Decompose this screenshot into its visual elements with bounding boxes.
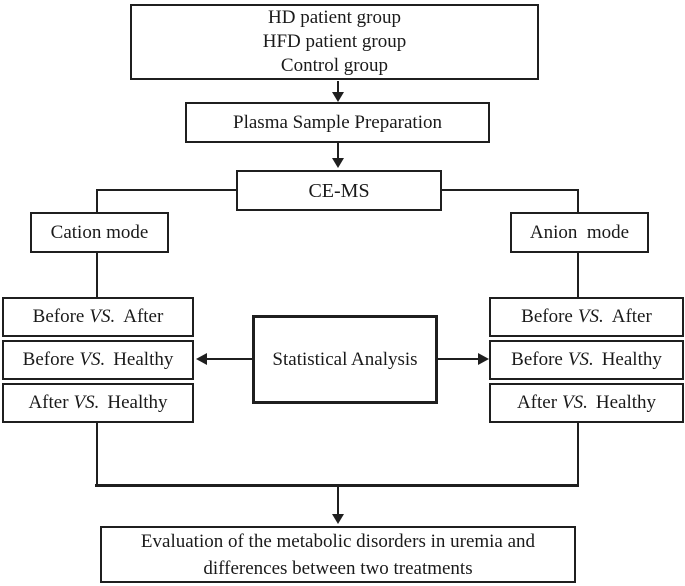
connector-stat-left xyxy=(207,358,252,360)
connector-leftstack-down xyxy=(96,423,98,486)
connector-anion-to-stack xyxy=(577,253,579,298)
evaluation-line-2: differences between two treatments xyxy=(203,557,473,579)
plasma-sample-preparation-box: Plasma Sample Preparation xyxy=(185,102,490,143)
arrow-down-icon xyxy=(332,158,344,168)
connector-cems-left xyxy=(96,189,236,191)
arrow-right-icon xyxy=(478,353,489,365)
patient-groups-box: HD patient group HFD patient group Contr… xyxy=(130,4,539,80)
comparison-left: Before xyxy=(32,306,85,327)
cation-mode-box: Cation mode xyxy=(30,212,169,253)
comparison-vs: VS. xyxy=(73,392,100,413)
connector-stat-right xyxy=(438,358,478,360)
comparison-right: Healthy xyxy=(107,392,168,413)
comparison-right: After xyxy=(123,306,164,327)
evaluation-box: Evaluation of the metabolic disorders in… xyxy=(100,526,576,583)
cems-box: CE-MS xyxy=(236,170,442,211)
comparison-left: Before xyxy=(521,306,573,327)
comparison-vs: VS. xyxy=(567,349,594,370)
connector-bottom-horizontal xyxy=(95,484,579,487)
comparison-vs: VS. xyxy=(79,349,106,370)
connector-to-anion xyxy=(577,189,579,213)
comparison-left: Before xyxy=(511,349,563,370)
comparison-right: After xyxy=(611,306,652,327)
connector-to-evaluation xyxy=(337,487,339,515)
comparison-right: Healthy xyxy=(601,349,662,370)
connector-to-cation xyxy=(96,189,98,213)
comparison-left: After xyxy=(28,392,69,413)
cation-mode-label: Cation mode xyxy=(50,221,149,243)
comparison-vs: VS. xyxy=(577,306,604,327)
arrow-down-icon xyxy=(332,514,344,524)
comparison-left: Before xyxy=(22,349,75,370)
plasma-box-label: Plasma Sample Preparation xyxy=(233,111,442,133)
comparison-vs: VS. xyxy=(562,392,588,413)
statistical-analysis-label: Statistical Analysis xyxy=(272,348,418,370)
statistical-analysis-box: Statistical Analysis xyxy=(252,315,438,404)
comparison-left: After xyxy=(516,392,558,413)
connector-cems-right xyxy=(441,189,579,191)
arrow-left-icon xyxy=(196,353,207,365)
cems-box-label: CE-MS xyxy=(308,179,370,202)
patient-groups-line-1: HD patient group xyxy=(268,7,401,28)
connector-top-to-plasma xyxy=(337,81,339,94)
connector-cation-to-stack xyxy=(96,253,98,298)
evaluation-line-1: Evaluation of the metabolic disorders in… xyxy=(140,530,536,552)
anion-mode-label: Anion mode xyxy=(529,221,630,243)
comparison-vs: VS. xyxy=(89,306,116,327)
connector-plasma-to-cems xyxy=(337,143,339,160)
anion-mode-box: Anion mode xyxy=(510,212,649,253)
connector-rightstack-down xyxy=(577,423,579,486)
patient-groups-line-3: Control group xyxy=(280,55,389,76)
comparison-right: Healthy xyxy=(595,392,657,413)
arrow-down-icon xyxy=(332,92,344,102)
comparison-right: Healthy xyxy=(113,349,174,370)
patient-groups-line-2: HFD patient group xyxy=(262,31,407,52)
